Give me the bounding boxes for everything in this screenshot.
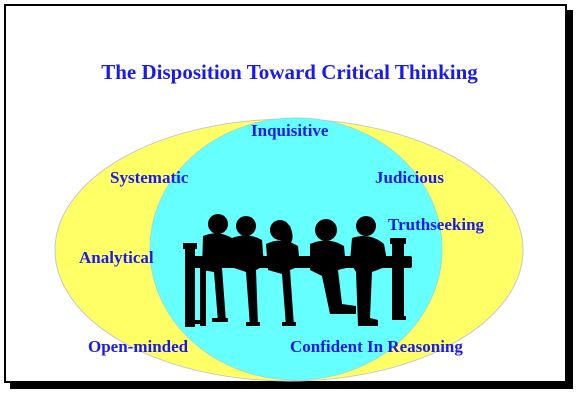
label-truthseeking: Truthseeking (388, 215, 485, 234)
label-confident-in-reasoning: Confident In Reasoning (290, 337, 463, 356)
label-analytical: Analytical (79, 248, 154, 267)
label-inquisitive: Inquisitive (251, 121, 329, 140)
label-systematic: Systematic (110, 168, 189, 187)
meeting-silhouette-icon (183, 214, 412, 327)
label-open-minded: Open-minded (88, 337, 189, 356)
label-judicious: Judicious (375, 168, 444, 187)
slide-title: The Disposition Toward Critical Thinking (101, 60, 478, 84)
